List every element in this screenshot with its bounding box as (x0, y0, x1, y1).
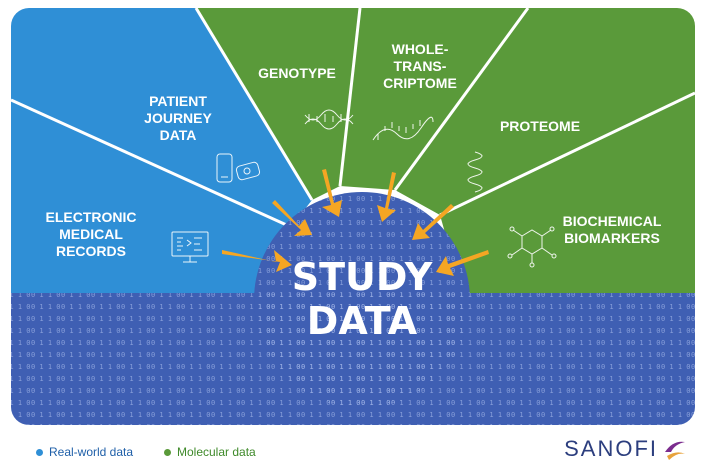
sanofi-logo: SANOFI (564, 436, 688, 462)
label-proteome: PROTEOME (500, 118, 580, 134)
arrow (272, 200, 312, 236)
label-line: BIOCHEMICAL (563, 213, 662, 229)
label-genotype: GENOTYPE (258, 65, 336, 81)
dna-icon (304, 109, 354, 130)
legend-molecular-label: Molecular data (177, 445, 256, 459)
protein-helix-icon (467, 151, 483, 193)
arrow (436, 250, 489, 276)
label-line: BIOMARKERS (564, 230, 660, 246)
center-title-line1: STUDY (292, 255, 433, 299)
label-line: RECORDS (56, 243, 126, 259)
arrow (322, 169, 342, 217)
sanofi-bird-icon (665, 441, 685, 460)
arrow (412, 204, 454, 240)
sector-dividers (11, 8, 695, 229)
sector-transcriptome (340, 8, 528, 190)
sector-biochemical (440, 93, 695, 293)
computer-monitor-icon (171, 231, 209, 263)
legend-realworld: Real-world data (36, 445, 133, 459)
label-line: PATIENT (149, 93, 207, 109)
arrows (222, 169, 489, 276)
label-biochemical: BIOCHEMICAL BIOMARKERS (563, 213, 662, 246)
label-line: JOURNEY (144, 110, 212, 126)
rna-strand-icon (372, 116, 434, 141)
sector-proteome (395, 8, 695, 215)
molecule-icon (507, 226, 557, 268)
label-line: GENOTYPE (258, 65, 336, 81)
sector-genotype (196, 8, 360, 200)
arrow (222, 250, 292, 272)
brand-name: SANOFI (564, 436, 658, 461)
label-line: CRIPTOME (383, 75, 457, 91)
phone-and-wearable-icon (216, 153, 261, 183)
sector-emr (11, 8, 291, 293)
label-line: TRANS- (394, 58, 447, 74)
legend-realworld-label: Real-world data (49, 445, 134, 459)
legend-molecular: Molecular data (164, 445, 256, 459)
label-line: PROTEOME (500, 118, 580, 134)
label-line: DATA (160, 127, 197, 143)
label-line: WHOLE- (392, 41, 449, 57)
label-line: MEDICAL (59, 226, 123, 242)
center-title-line2: DATA (307, 299, 418, 343)
label-line: ELECTRONIC (46, 209, 137, 225)
label-patient-journey: PATIENT JOURNEY DATA (144, 93, 212, 143)
molecular-dot-icon (164, 448, 171, 456)
label-transcriptome: WHOLE- TRANS- CRIPTOME (383, 41, 457, 91)
label-emr: ELECTRONIC MEDICAL RECORDS (46, 209, 137, 259)
realworld-dot-icon (36, 448, 43, 456)
arrow (377, 172, 396, 222)
